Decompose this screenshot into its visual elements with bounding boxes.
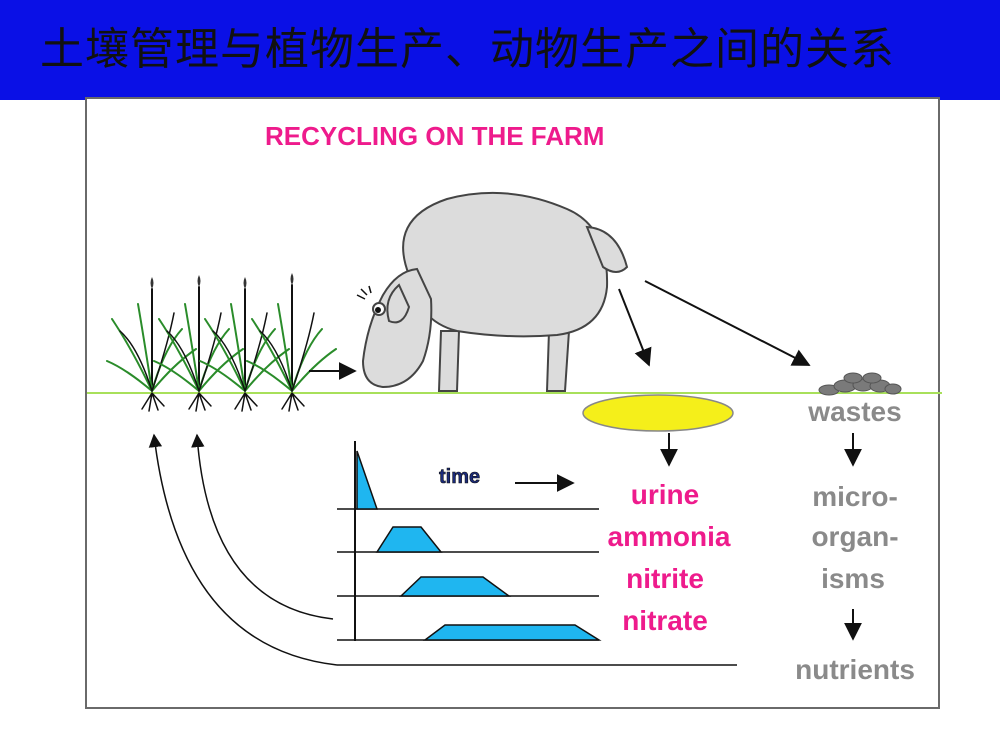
grass-clump-icon xyxy=(106,273,337,412)
dung-pile-icon xyxy=(818,372,902,396)
waste-label-wastes: wastes xyxy=(807,396,901,427)
waste-label-isms: isms xyxy=(821,563,885,594)
time-label: time xyxy=(439,466,480,488)
nutrient-return-arrow-outer xyxy=(148,433,338,666)
diagram-canvas: RECYCLING ON THE FARM xyxy=(87,121,942,685)
recycling-diagram: RECYCLING ON THE FARM xyxy=(85,97,942,709)
waste-label-organ: organ- xyxy=(811,521,898,552)
urine-puddle-icon xyxy=(582,394,734,432)
time-course-curves xyxy=(337,441,602,641)
nitrate-curve xyxy=(422,624,602,641)
nitrite-curve xyxy=(399,576,512,597)
waste-label-micro: micro- xyxy=(812,481,898,512)
slide-title: 土壤管理与植物生产、动物生产之间的关系 xyxy=(40,24,895,75)
nutrient-return-arrow-inner xyxy=(191,433,334,620)
n-label-urine: urine xyxy=(631,479,699,510)
n-label-ammonia: ammonia xyxy=(608,521,731,552)
n-label-nitrite: nitrite xyxy=(626,563,704,594)
n-label-nitrate: nitrate xyxy=(622,605,708,636)
title-banner: 土壤管理与植物生产、动物生产之间的关系 xyxy=(0,0,1000,100)
waste-label-nutrients: nutrients xyxy=(795,654,915,685)
diagram-heading: RECYCLING ON THE FARM xyxy=(265,121,604,151)
ammonia-curve xyxy=(375,526,443,553)
sheep-to-wastes-arrow xyxy=(644,280,811,366)
sheep-to-urine-arrow xyxy=(618,288,652,367)
sheep-icon xyxy=(356,191,629,392)
urine-curve xyxy=(356,450,379,510)
